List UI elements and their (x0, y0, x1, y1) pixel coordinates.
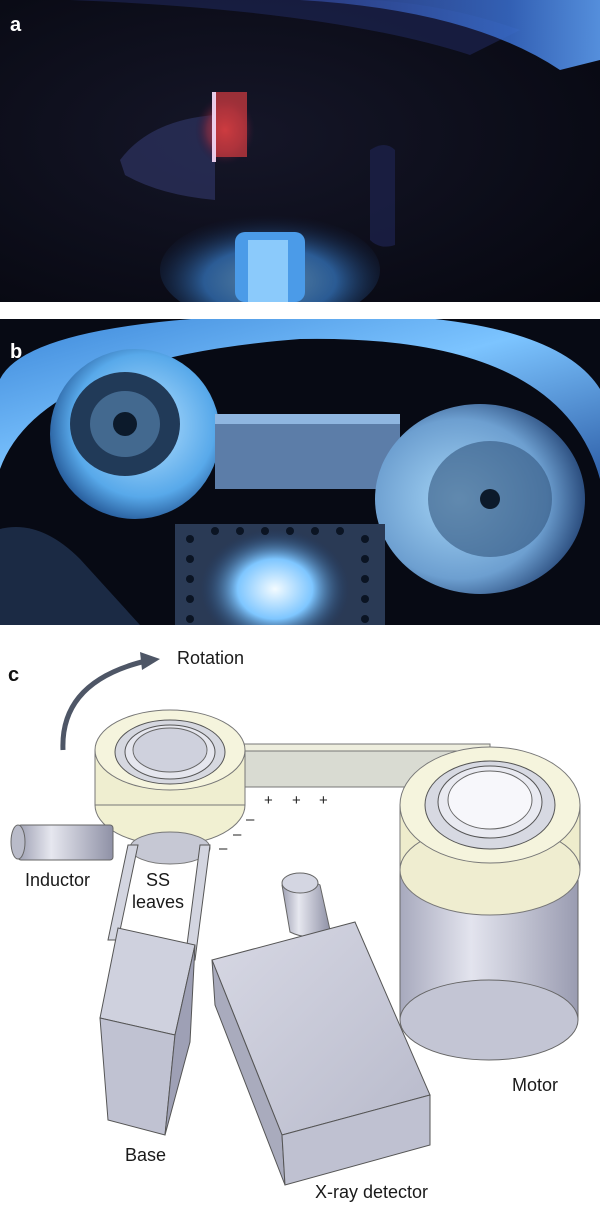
base-label: Base (125, 1145, 167, 1165)
rotation-arrow (60, 652, 160, 751)
plus-sign: + (319, 792, 328, 809)
panel-b-label: b (10, 341, 23, 363)
ss-leaves-label-line1: SS (146, 870, 171, 890)
motor-label: Motor (512, 1075, 559, 1095)
ss-leaves-label-line2: leaves (132, 892, 185, 912)
photo-panel-a: a (0, 0, 600, 302)
diagram-panel-c: c Rotation Inductor SS leaves Motor Base… (0, 640, 600, 1217)
rotation-label: Rotation (177, 648, 245, 668)
panel-a-label: a (10, 14, 22, 36)
minus-sign: – (219, 840, 228, 857)
plus-sign: + (264, 792, 273, 809)
inductor-label: Inductor (25, 870, 91, 890)
xray-detector-label: X-ray detector (315, 1182, 429, 1202)
apparatus-diagram (10, 652, 581, 1186)
photo-a-image (0, 0, 600, 302)
plus-sign: + (292, 792, 301, 809)
xray-detector (211, 872, 431, 1186)
photo-panel-b: b (0, 319, 600, 625)
photo-b-image (0, 319, 600, 625)
panel-c-label: c (8, 664, 20, 686)
inductor (10, 824, 114, 861)
base-block (99, 927, 196, 1136)
motor (399, 746, 581, 1061)
minus-sign: – (233, 826, 242, 843)
left-tape-roll (94, 709, 246, 865)
minus-sign: – (246, 811, 255, 828)
